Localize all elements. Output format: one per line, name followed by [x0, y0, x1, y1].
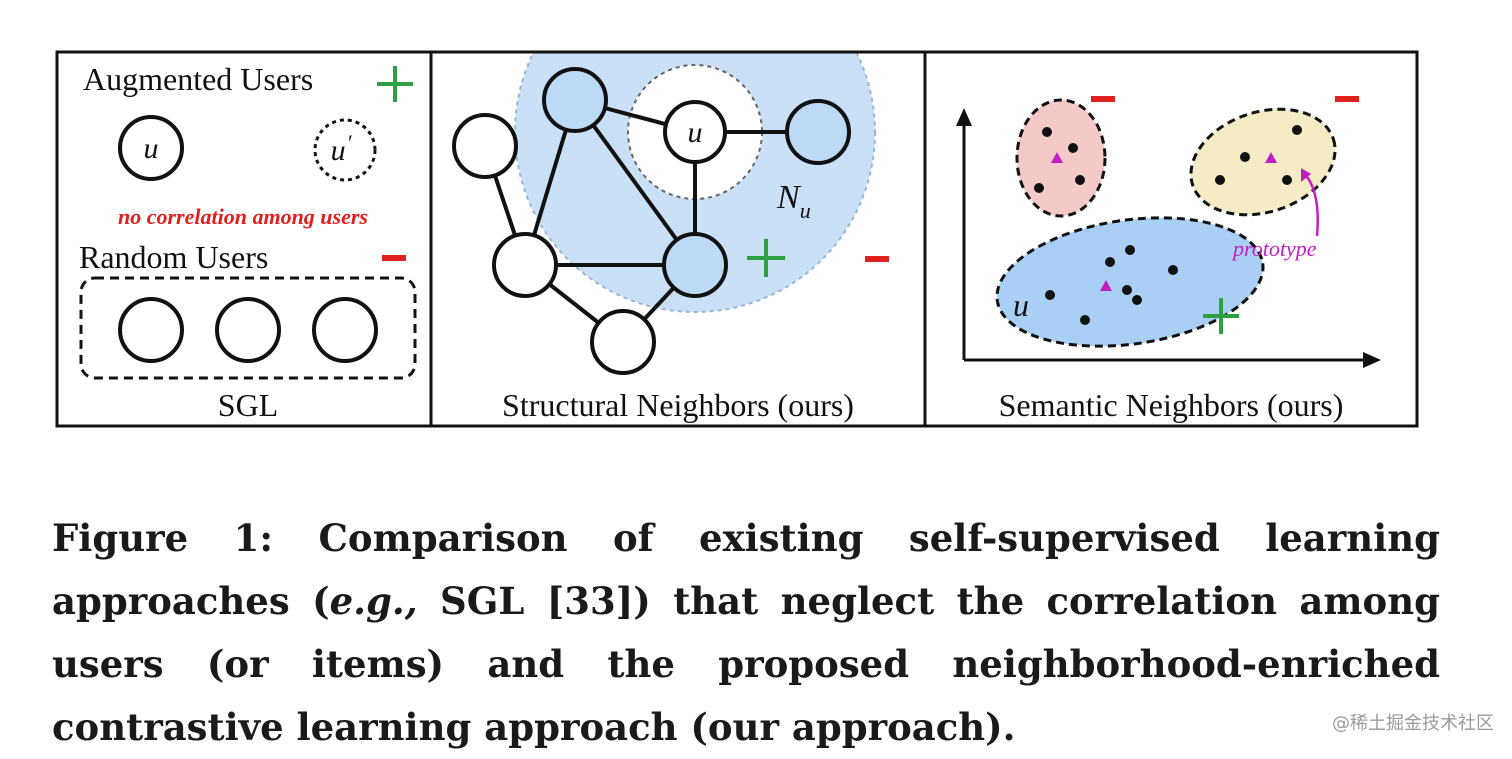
node-u-prime-mark: ′	[347, 130, 353, 155]
graph-node	[452, 113, 518, 179]
augmented-users-title: Augmented Users	[83, 61, 313, 97]
caption-label: Figure 1:	[52, 516, 273, 560]
svg-text:Nu: Nu	[776, 179, 811, 223]
panel-sgl: Augmented Users u u′ no correlation amon…	[55, 50, 433, 428]
svg-text:u′: u′	[331, 130, 353, 167]
minus-icon	[865, 256, 889, 262]
prototype-arrow	[1301, 168, 1319, 237]
random-users-group	[79, 276, 417, 380]
minus-icon	[382, 255, 406, 261]
neighborhood-label: N	[776, 179, 802, 216]
plus-icon	[1203, 298, 1239, 334]
panel-semantic: prototype u Semantic Neighbors (ours)	[923, 50, 1419, 428]
graph-node-neighbor	[542, 67, 608, 133]
random-user-node	[118, 297, 184, 363]
prototype-markers	[1051, 152, 1277, 291]
random-user-node	[312, 297, 378, 363]
caption-eg: e.g.,	[329, 579, 418, 623]
plus-icon	[747, 239, 785, 277]
random-user-node	[215, 297, 281, 363]
graph-node-u-label: u	[688, 116, 703, 149]
prototype-label: prototype	[1231, 236, 1317, 261]
graph-node-neighbor	[785, 99, 851, 165]
panel-semantic-frame	[923, 50, 1419, 428]
figure-caption: Figure 1: Comparison of existing self-su…	[52, 507, 1440, 759]
plus-icon	[377, 66, 413, 102]
graph-node-u: u	[663, 100, 727, 164]
minus-icon	[1091, 96, 1115, 102]
caption-text-2: SGL [33]) that neglect the correlation a…	[52, 579, 1440, 749]
node-u-prime: u′	[313, 118, 377, 182]
node-u-prime-label: u	[331, 134, 346, 167]
figure-1: Augmented Users u u′ no correlation amon…	[55, 50, 1419, 428]
panel-sgl-caption: SGL	[218, 387, 278, 423]
watermark: @稀土掘金技术社区	[1332, 713, 1494, 734]
no-correlation-note: no correlation among users	[118, 204, 368, 229]
minus-icon	[1335, 96, 1359, 102]
node-u: u	[118, 115, 184, 181]
data-points	[1034, 125, 1302, 325]
graph-node	[492, 232, 558, 298]
graph-node-neighbor	[662, 232, 728, 298]
panel-structural-caption: Structural Neighbors (ours)	[502, 387, 854, 423]
cluster-blue	[995, 216, 1265, 348]
panel-semantic-caption: Semantic Neighbors (ours)	[999, 387, 1344, 423]
random-users-title: Random Users	[79, 239, 268, 275]
cluster-yellow	[1189, 107, 1337, 217]
caption-text-1: Comparison of existing self-supervised l…	[52, 516, 1440, 623]
panel-structural: u Nu Structural Neighbors (ours)	[429, 50, 927, 428]
graph-node	[590, 309, 656, 375]
cluster-node-u-label: u	[1013, 287, 1029, 323]
neighborhood-label-sub: u	[800, 198, 811, 223]
cluster-pink	[1015, 98, 1107, 218]
axes	[956, 108, 1381, 368]
node-u-label: u	[144, 132, 159, 165]
